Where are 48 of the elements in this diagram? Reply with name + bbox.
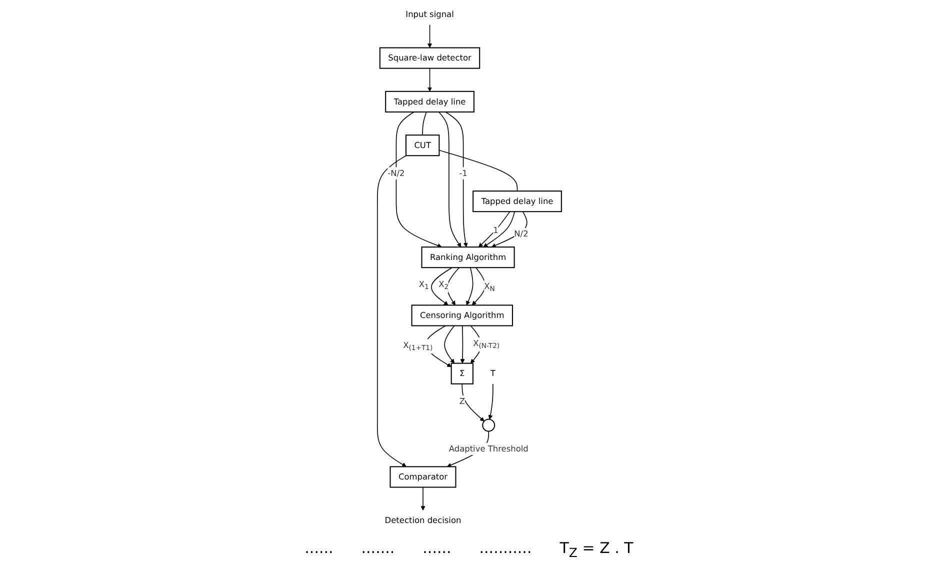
arrow bbox=[445, 112, 468, 248]
node-box: Comparator bbox=[390, 466, 456, 488]
arrow bbox=[488, 383, 494, 420]
edge-label: -N/2 bbox=[388, 168, 405, 178]
arrow bbox=[462, 383, 484, 422]
node-text: T bbox=[490, 368, 496, 378]
edge-label: N/2 bbox=[514, 229, 528, 239]
edge-label: X$_{(N-T2)}$ bbox=[473, 338, 500, 350]
arrow bbox=[420, 486, 426, 511]
node-box: Square-law detector bbox=[379, 47, 480, 69]
arrow bbox=[444, 325, 455, 364]
arrow bbox=[428, 24, 432, 48]
arrow bbox=[438, 112, 462, 248]
edge-label: X$_{N}$ bbox=[484, 281, 495, 293]
edge-label: 1 bbox=[493, 225, 498, 236]
edge-label: X$_{2}$ bbox=[438, 279, 449, 292]
arrow bbox=[472, 267, 486, 306]
edge-label: Adaptive Threshold bbox=[448, 444, 528, 454]
arrow bbox=[376, 155, 406, 467]
node-box: CUT bbox=[405, 134, 440, 156]
edge-label: X$_{1}$ bbox=[418, 279, 429, 292]
edge-label: Z bbox=[459, 396, 465, 406]
arrow bbox=[431, 267, 452, 306]
node-box: Tapped delay line bbox=[385, 90, 474, 112]
note-text: T$_{Z}$ = Z . T bbox=[560, 539, 634, 560]
connector bbox=[422, 112, 427, 136]
note-text: ...... bbox=[304, 539, 334, 559]
arrow bbox=[396, 112, 442, 248]
edge-label: X$_{(1+T1)}$ bbox=[403, 340, 433, 352]
arrow bbox=[428, 68, 432, 92]
arrow bbox=[446, 267, 460, 306]
connector bbox=[438, 150, 518, 192]
node-text: Detection decision bbox=[384, 515, 462, 526]
node-box: Tapped delay line bbox=[472, 190, 562, 212]
arrow bbox=[466, 267, 474, 306]
node-circle bbox=[482, 418, 496, 432]
node-box: Σ bbox=[450, 362, 474, 384]
arrow bbox=[460, 325, 465, 364]
note-text: ...... bbox=[422, 539, 452, 559]
arrow bbox=[491, 211, 528, 248]
node-box: Ranking Algorithm bbox=[421, 246, 515, 268]
node-text: Input signal bbox=[406, 9, 454, 20]
note-text: ....... bbox=[361, 539, 395, 559]
node-box: Censoring Algorithm bbox=[411, 304, 513, 326]
arrow bbox=[478, 211, 510, 248]
note-text: ........... bbox=[479, 539, 532, 559]
arrow bbox=[483, 211, 515, 248]
edge-label: -1 bbox=[459, 168, 468, 178]
